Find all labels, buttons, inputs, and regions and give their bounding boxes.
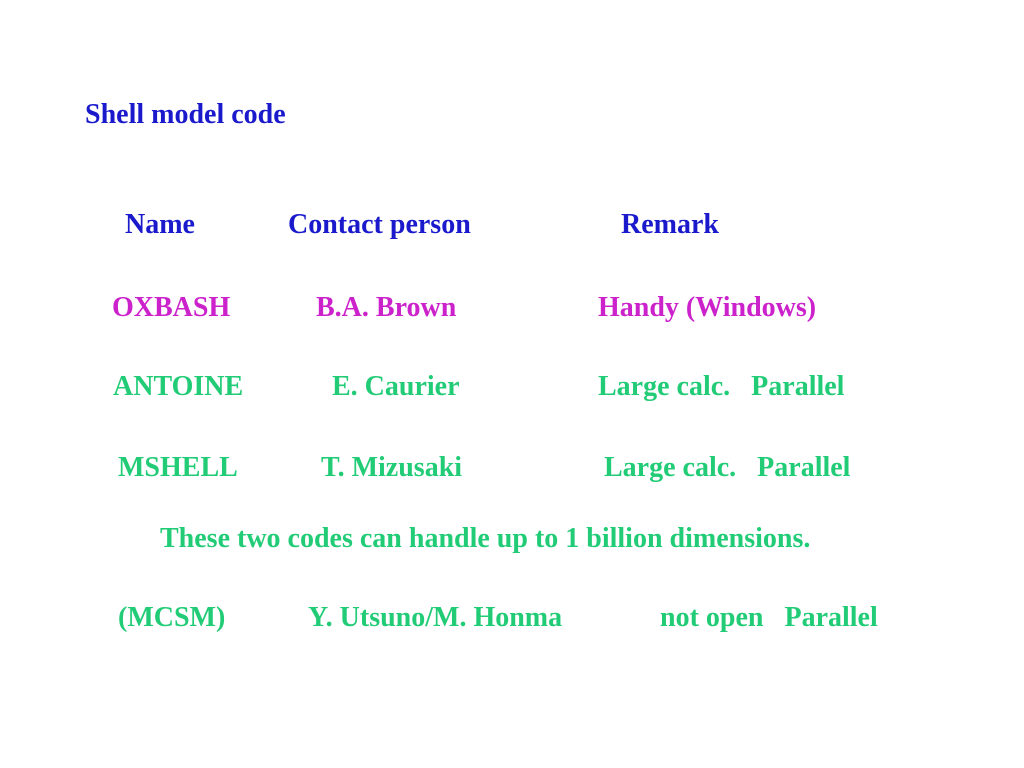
row-antoine-name: ANTOINE (113, 371, 244, 402)
row-mshell-remark: Large calc. Parallel (604, 452, 851, 483)
row-mcsm-name: (MCSM) (118, 602, 226, 633)
header-name: Name (125, 209, 195, 240)
note-text: These two codes can handle up to 1 billi… (160, 523, 811, 554)
row-oxbash-name: OXBASH (112, 292, 231, 323)
header-remark: Remark (621, 209, 719, 240)
slide-title: Shell model code (85, 99, 286, 130)
header-contact-person: Contact person (288, 209, 471, 240)
row-oxbash-remark: Handy (Windows) (598, 292, 817, 323)
row-antoine-contact: E. Caurier (332, 371, 460, 402)
row-mcsm-contact: Y. Utsuno/M. Honma (308, 602, 563, 633)
row-antoine-remark: Large calc. Parallel (598, 371, 845, 402)
row-mcsm-remark: not open Parallel (660, 602, 878, 633)
row-oxbash-contact: B.A. Brown (316, 292, 457, 323)
row-mshell-name: MSHELL (118, 452, 238, 483)
row-mshell-contact: T. Mizusaki (321, 452, 463, 483)
